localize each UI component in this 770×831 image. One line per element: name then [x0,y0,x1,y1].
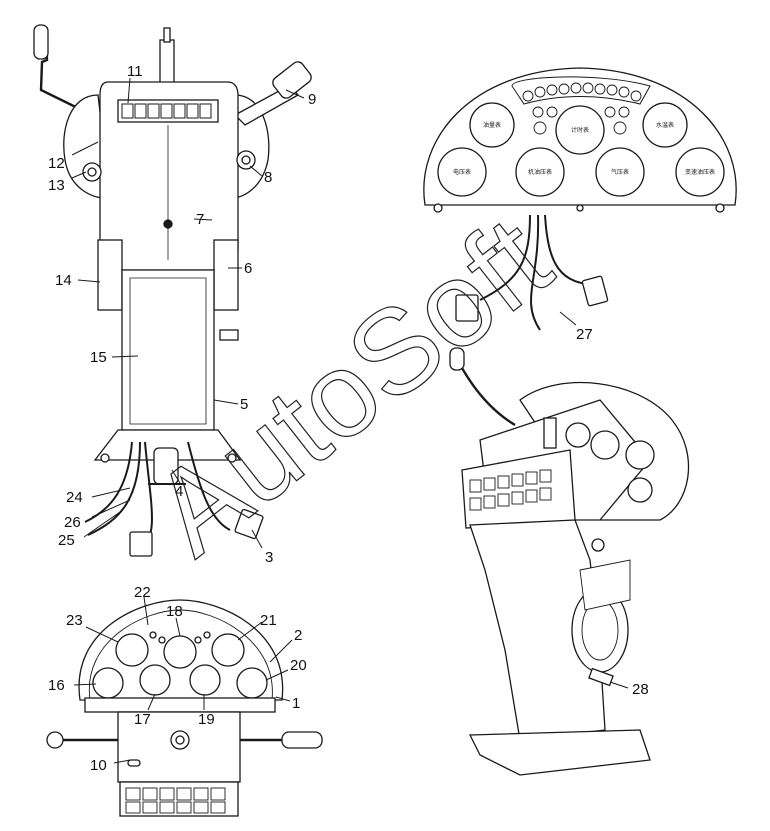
callout-1: 1 [292,695,300,712]
callout-26: 26 [64,514,81,531]
callout-19: 19 [198,711,215,728]
callout-27: 27 [576,326,593,343]
gauge-fuel [469,102,515,148]
callout-24: 24 [66,489,83,506]
callout-28: 28 [632,681,649,698]
gauge-volt [437,147,487,197]
callout-18: 18 [166,603,183,620]
gauge-label-fuel: 油量表 [483,121,501,129]
callout-23: 23 [66,612,83,629]
gauge-label-water: 水温表 [656,121,674,129]
callout-25: 25 [58,532,75,549]
gauge-trans [675,147,725,197]
top-view-console [46,599,323,817]
callout-17: 17 [134,711,151,728]
gauge-air [595,147,645,197]
callout-9: 9 [308,91,316,108]
gauge-oil [515,147,565,197]
gauge-label-volt: 电压表 [453,168,471,176]
gauge-label-oil: 机油压表 [528,168,552,176]
gauge-speed [555,105,605,155]
callout-6: 6 [244,260,252,277]
callout-8: 8 [264,169,272,186]
callout-14: 14 [55,272,72,289]
callout-numbers: 11 9 12 13 8 7 6 14 15 5 4 3 24 26 25 27… [48,63,649,774]
callout-3: 3 [265,549,273,566]
gauge-label-trans: 变速油压表 [685,168,715,176]
callout-7: 7 [196,211,204,228]
callout-22: 22 [134,584,151,601]
callout-13: 13 [48,177,65,194]
callout-20: 20 [290,657,307,674]
callout-10: 10 [90,757,107,774]
dash-gauges [437,102,725,197]
gauge-label-air: 气压表 [611,168,629,176]
front-view-console [33,24,312,557]
callout-leaders [71,77,629,764]
dash-panel [423,67,737,331]
callout-11: 11 [127,63,143,80]
gauge-label-speed: 计时表 [571,126,589,134]
callout-2: 2 [294,627,302,644]
callout-5: 5 [240,396,248,413]
callout-15: 15 [90,349,107,366]
gauge-water [642,102,688,148]
callout-12: 12 [48,155,65,172]
callout-16: 16 [48,677,65,694]
iso-view-console [449,347,690,776]
callout-4: 4 [175,483,183,500]
callout-21: 21 [260,612,277,629]
